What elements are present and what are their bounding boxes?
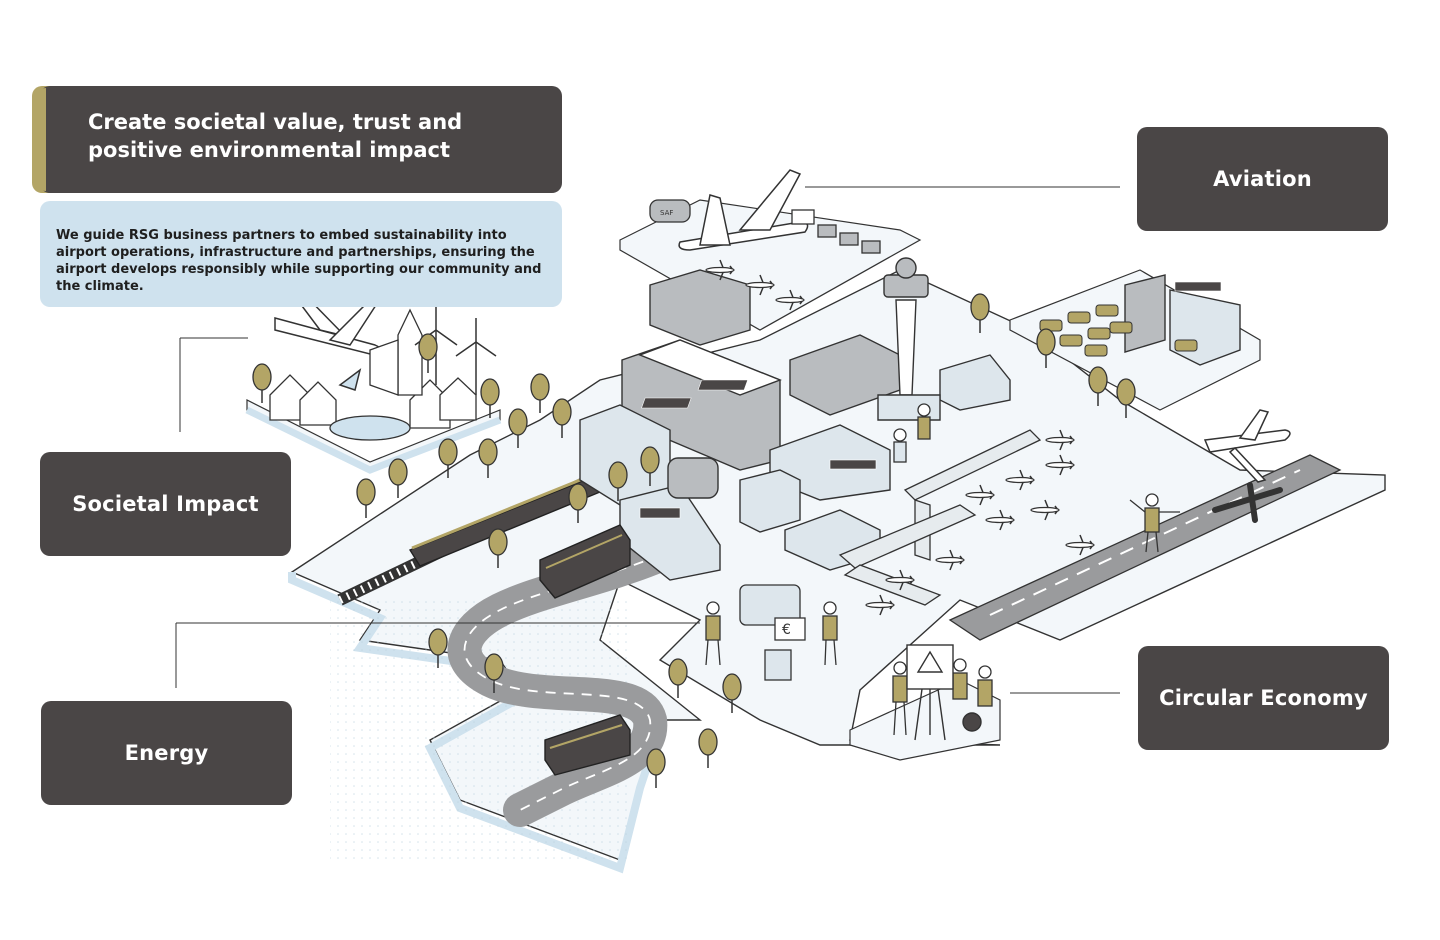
societal-impact-label: Societal Impact xyxy=(72,492,259,516)
circular-economy-label: Circular Economy xyxy=(1159,686,1368,710)
header-title: Create societal value, trust and positiv… xyxy=(88,110,463,162)
header-description: We guide RSG business partners to embed … xyxy=(56,228,542,294)
solar-panels xyxy=(639,281,1222,519)
parking-cars xyxy=(1039,304,1198,357)
ground-vehicles: SAF € xyxy=(649,199,881,681)
winding-road xyxy=(447,538,677,827)
railway xyxy=(337,474,602,606)
charger-euro-label: € xyxy=(782,622,791,638)
recycling-board xyxy=(906,644,982,741)
wind-turbines xyxy=(414,305,497,395)
saf-tanker-label: SAF xyxy=(660,209,673,217)
energy-label: Energy xyxy=(124,741,209,765)
energy-card[interactable]: Energy xyxy=(41,701,292,805)
aviation-label: Aviation xyxy=(1213,167,1312,191)
leader-lines xyxy=(175,186,1120,694)
aviation-card[interactable]: Aviation xyxy=(1137,127,1388,231)
runway xyxy=(948,454,1342,641)
village xyxy=(269,308,477,441)
header-title-card: Create societal value, trust and positiv… xyxy=(38,86,562,193)
societal-impact-card[interactable]: Societal Impact xyxy=(40,452,291,556)
header-description-card: We guide RSG business partners to embed … xyxy=(40,201,562,307)
buses xyxy=(539,524,631,776)
circular-economy-card[interactable]: Circular Economy xyxy=(1138,646,1389,750)
control-tower xyxy=(877,257,941,421)
people xyxy=(705,403,1180,736)
terminal-buildings xyxy=(579,269,1241,581)
apron-pier xyxy=(838,429,1042,606)
